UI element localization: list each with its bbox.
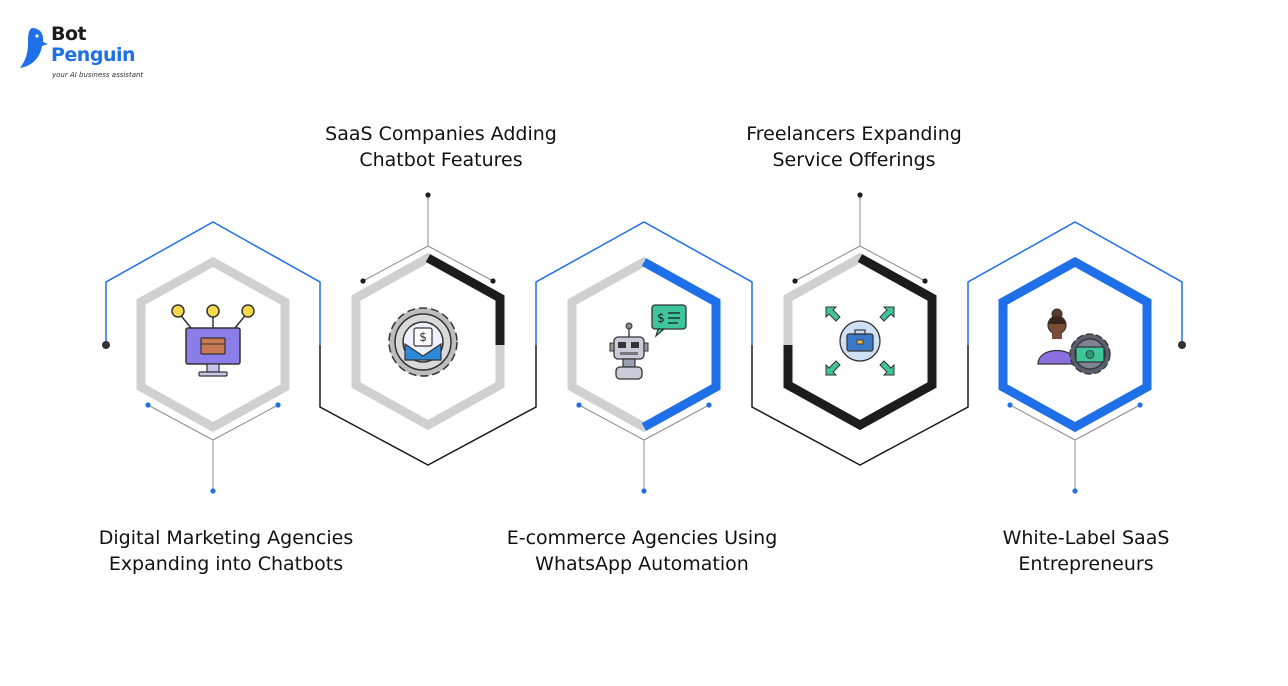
- connector-4: [794, 195, 926, 282]
- hex-ring-4-progress: [783, 254, 937, 431]
- outer-arc-5: [967, 221, 1183, 345]
- label-line: Expanding into Chatbots: [108, 553, 344, 575]
- connector-dot-4c: [922, 278, 928, 284]
- outer-arc-3: [535, 221, 753, 345]
- connector-dot-2b: [360, 278, 366, 284]
- hexagon-node-5: [967, 221, 1186, 494]
- briefcase-expand-arrows-icon: [825, 306, 895, 376]
- connector-2: [362, 195, 494, 282]
- brand-name: Bot Penguin: [51, 23, 136, 66]
- computer-briefcase-icon: [171, 304, 255, 377]
- connector-dot-1c: [210, 488, 216, 494]
- brand-tagline: your AI business assistant: [52, 71, 144, 79]
- svg-text:$: $: [657, 311, 665, 325]
- connector-dot-4a: [857, 192, 863, 198]
- svg-text:$: $: [419, 330, 427, 344]
- brand-logo: Bot Penguin your AI business assistant: [18, 24, 158, 84]
- brand-name-line2: Penguin: [51, 44, 136, 66]
- label-line: Digital Marketing Agencies: [98, 527, 354, 549]
- hexagon-node-3: $: [535, 221, 753, 494]
- hexagon-node-4: [751, 192, 969, 466]
- connector-dot-1b: [275, 402, 281, 408]
- label-line: Service Offerings: [772, 149, 936, 171]
- label-line: Entrepreneurs: [1018, 553, 1154, 575]
- outer-arc-2: [319, 345, 537, 466]
- label-freelancers: Freelancers Expanding Service Offerings: [746, 121, 962, 173]
- label-line: WhatsApp Automation: [535, 553, 749, 575]
- gear-money-envelope-icon: $: [388, 307, 458, 377]
- penguin-icon: [20, 28, 48, 68]
- person-gear-cash-icon: [1037, 308, 1111, 375]
- connector-5: [1009, 404, 1141, 491]
- label-line: E-commerce Agencies Using: [506, 527, 778, 549]
- connector-1: [147, 404, 279, 491]
- outer-arc-4: [751, 345, 969, 466]
- connector-dot-1a: [145, 402, 151, 408]
- hexagon-node-2: $: [319, 192, 537, 466]
- connector-dot-3b: [706, 402, 712, 408]
- node-dot-1-left: [102, 341, 110, 349]
- hex-ring-2-progress: [425, 254, 505, 345]
- hexagon-node-1: [102, 221, 321, 494]
- label-digital-marketing: Digital Marketing Agencies Expanding int…: [99, 525, 354, 577]
- hex-ring-1: [136, 256, 290, 433]
- label-line: White-Label SaaS: [1002, 527, 1170, 549]
- hex-ring-3-progress: [641, 258, 721, 431]
- connector-dot-3a: [576, 402, 582, 408]
- label-line: Freelancers Expanding: [746, 123, 962, 145]
- connector-dot-5c: [1072, 488, 1078, 494]
- connector-dot-2c: [490, 278, 496, 284]
- outer-arc-1: [105, 221, 321, 345]
- connector-dot-5a: [1007, 402, 1013, 408]
- label-saas-companies: SaaS Companies Adding Chatbot Features: [325, 121, 557, 173]
- hex-ring-5: [998, 256, 1152, 433]
- connector-dot-3c: [641, 488, 647, 494]
- node-dot-5-right: [1178, 341, 1186, 349]
- connector-dot-4b: [792, 278, 798, 284]
- connector-3: [578, 404, 710, 491]
- label-line: Chatbot Features: [359, 149, 523, 171]
- label-ecommerce-agencies: E-commerce Agencies Using WhatsApp Autom…: [507, 525, 778, 577]
- connector-dot-5b: [1137, 402, 1143, 408]
- label-white-label-saas: White-Label SaaS Entrepreneurs: [1003, 525, 1170, 577]
- brand-name-line1: Bot: [51, 23, 87, 45]
- connector-dot-2a: [425, 192, 431, 198]
- robot-money-chat-icon: $: [609, 304, 687, 380]
- label-line: SaaS Companies Adding: [325, 123, 557, 145]
